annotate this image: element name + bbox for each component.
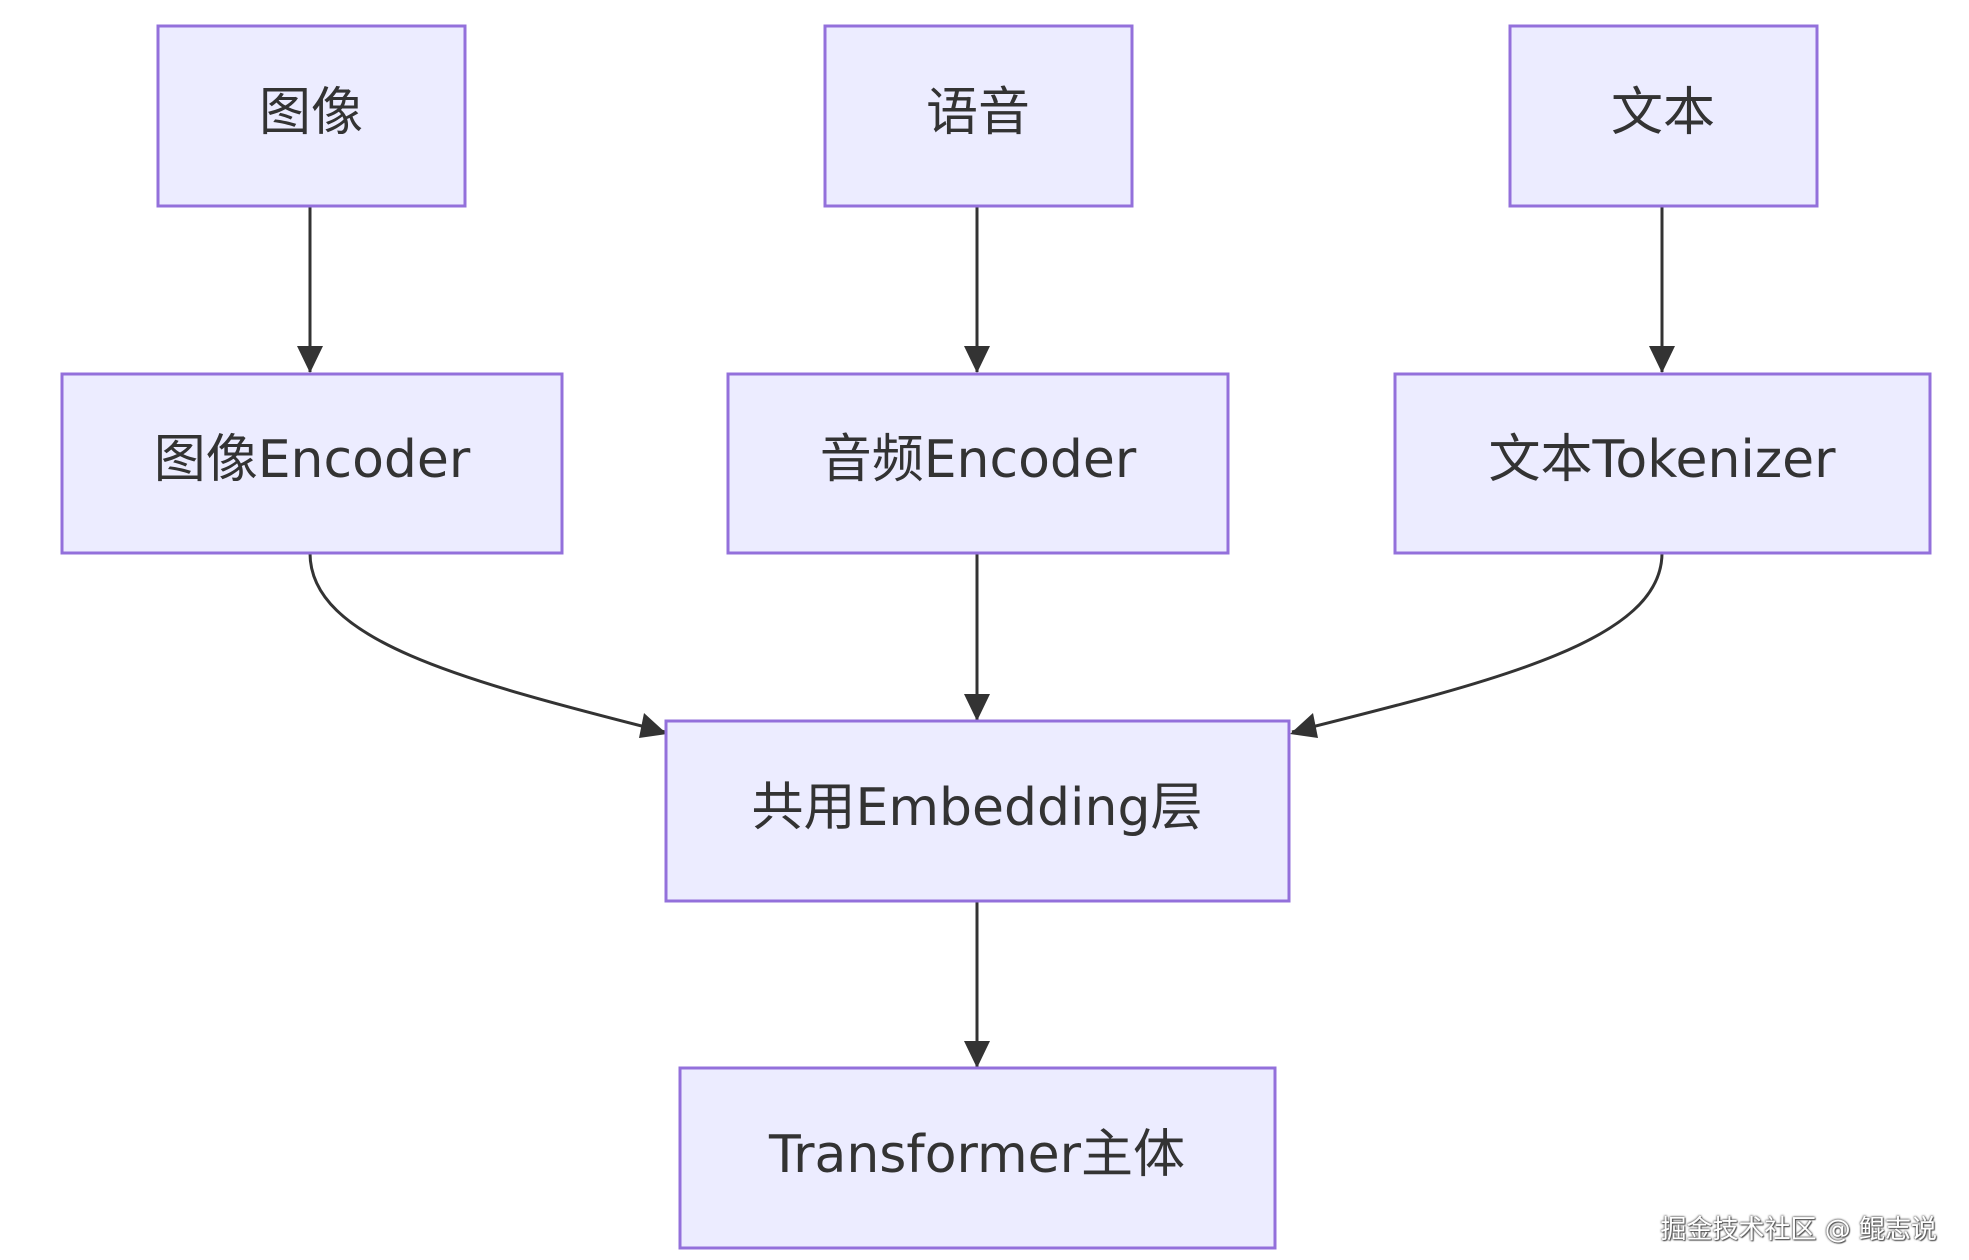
arrowhead-image-encoder [297, 346, 323, 373]
edges [308, 206, 1664, 1067]
arrowhead-audio-encoder [964, 346, 990, 373]
node-text-tokenizer-label: 文本Tokenizer [1488, 430, 1836, 490]
edge-image-encoder-to-shared-embedding [308, 552, 666, 734]
node-text-label: 文本 [1611, 83, 1715, 143]
node-transformer: Transformer主体 [678, 1066, 1277, 1250]
node-audio-encoder-label: 音频Encoder [820, 430, 1137, 490]
watermark: 掘金技术社区 @ 鲲志说 [1660, 1215, 1937, 1245]
arrowhead-text-tokenizer [1649, 346, 1675, 373]
arrowhead-embedding-center [964, 694, 990, 721]
node-image-encoder: 图像Encoder [60, 372, 564, 555]
node-text: 文本 [1508, 24, 1819, 208]
node-transformer-label: Transformer主体 [768, 1125, 1185, 1185]
node-shared-embedding-label: 共用Embedding层 [752, 778, 1203, 838]
arrowhead-transformer [964, 1041, 990, 1068]
node-audio-label: 语音 [926, 83, 1030, 143]
edge-text-tokenizer-to-shared-embedding [1291, 552, 1664, 734]
node-image-label: 图像 [259, 83, 363, 143]
node-audio: 语音 [823, 24, 1134, 208]
node-audio-encoder: 音频Encoder [726, 372, 1230, 555]
arrowhead-embedding-left [639, 713, 667, 738]
node-image-encoder-label: 图像Encoder [154, 430, 471, 490]
arrowheads [297, 346, 1675, 1068]
node-image: 图像 [156, 24, 467, 208]
node-shared-embedding: 共用Embedding层 [664, 719, 1291, 903]
node-text-tokenizer: 文本Tokenizer [1393, 372, 1932, 555]
arrowhead-embedding-right [1290, 713, 1318, 738]
